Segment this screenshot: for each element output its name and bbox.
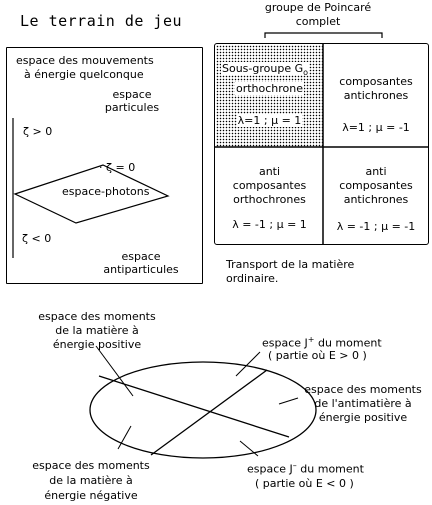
bl-cell-line1: anti xyxy=(258,165,281,178)
tl-cell-line1: Sous-groupe Go xyxy=(221,62,310,78)
pointer-jplus xyxy=(235,351,261,377)
ellipse-diagonal-1 xyxy=(98,375,290,438)
br-cell-params: λ = -1 ; μ = -1 xyxy=(336,220,416,233)
jminus-line2: ( partie où E < 0 ) xyxy=(255,477,354,490)
bl-cell-line2: composantes xyxy=(232,179,307,192)
zeta-zero-label: · ζ = 0 xyxy=(99,161,136,174)
tr-cell-line2: antichrones xyxy=(343,89,409,102)
photon-plane xyxy=(13,164,170,224)
jminus-line1: espace J– du moment xyxy=(247,461,364,476)
bl-cell-params: λ = -1 ; μ = 1 xyxy=(232,218,307,231)
jplus-line2: ( partie où E > 0 ) xyxy=(268,349,367,362)
antimatter-line2: de l'antimatière à xyxy=(314,397,412,410)
br-cell-line2: composantes xyxy=(339,179,413,192)
matter-neg-line1: espace des moments xyxy=(32,459,150,472)
matter-neg-line2: de la matière à xyxy=(49,474,133,487)
pointer-matter-neg xyxy=(117,425,132,450)
br-cell-line1: anti xyxy=(365,165,387,178)
matter-pos-line3: énergie positive xyxy=(52,338,142,351)
bl-cell-line3: orthochrones xyxy=(233,193,306,206)
poincare-label-line2: complet xyxy=(295,15,341,28)
br-cell-line3: antichrones xyxy=(343,193,409,206)
zeta-negative-label: ζ < 0 xyxy=(22,232,52,245)
matter-neg-line3: énergie négative xyxy=(44,489,138,502)
ellipse-diagonal-2 xyxy=(150,369,268,456)
poincare-bracket xyxy=(264,32,383,38)
antimatter-line1: espace des moments xyxy=(304,383,422,396)
jplus-line1: espace J+ du moment xyxy=(262,335,382,350)
motion-space-header-line1: espace des mouvements xyxy=(16,54,154,67)
particles-label-line1: espace xyxy=(112,88,152,101)
antimatter-line3: énergie positive xyxy=(318,411,408,424)
moment-ellipse xyxy=(89,361,317,459)
motion-space-header-line2: à énergie quelconque xyxy=(24,68,144,81)
antiparticles-label-line1: espace xyxy=(121,250,161,263)
pointer-antimatter xyxy=(278,397,299,405)
matter-pos-line2: de la matière à xyxy=(55,324,139,337)
tl-cell-line2: orthochrone xyxy=(234,82,305,95)
tr-cell-line1: composantes xyxy=(339,75,413,88)
tl-cell-params: λ=1 ; μ = 1 xyxy=(236,114,303,127)
zeta-positive-label: ζ > 0 xyxy=(23,125,53,138)
photons-label: espace-photons xyxy=(62,185,150,198)
pointer-matter-pos xyxy=(95,345,134,397)
matter-pos-line1: espace des moments xyxy=(38,310,156,323)
transport-caption-line2: ordinaire. xyxy=(226,272,279,285)
pointer-jminus xyxy=(239,440,259,457)
poincare-label-line1: groupe de Poincaré xyxy=(264,1,372,14)
motion-space-box xyxy=(6,47,203,284)
poincare-grid xyxy=(214,43,429,245)
transport-caption-line1: Transport de la matière xyxy=(226,258,355,271)
particles-label-line2: particules xyxy=(104,101,160,114)
tr-cell-params: λ=1 ; μ = -1 xyxy=(342,121,410,134)
page-title: Le terrain de jeu xyxy=(20,12,183,30)
antiparticles-label-line2: antiparticules xyxy=(103,263,179,276)
